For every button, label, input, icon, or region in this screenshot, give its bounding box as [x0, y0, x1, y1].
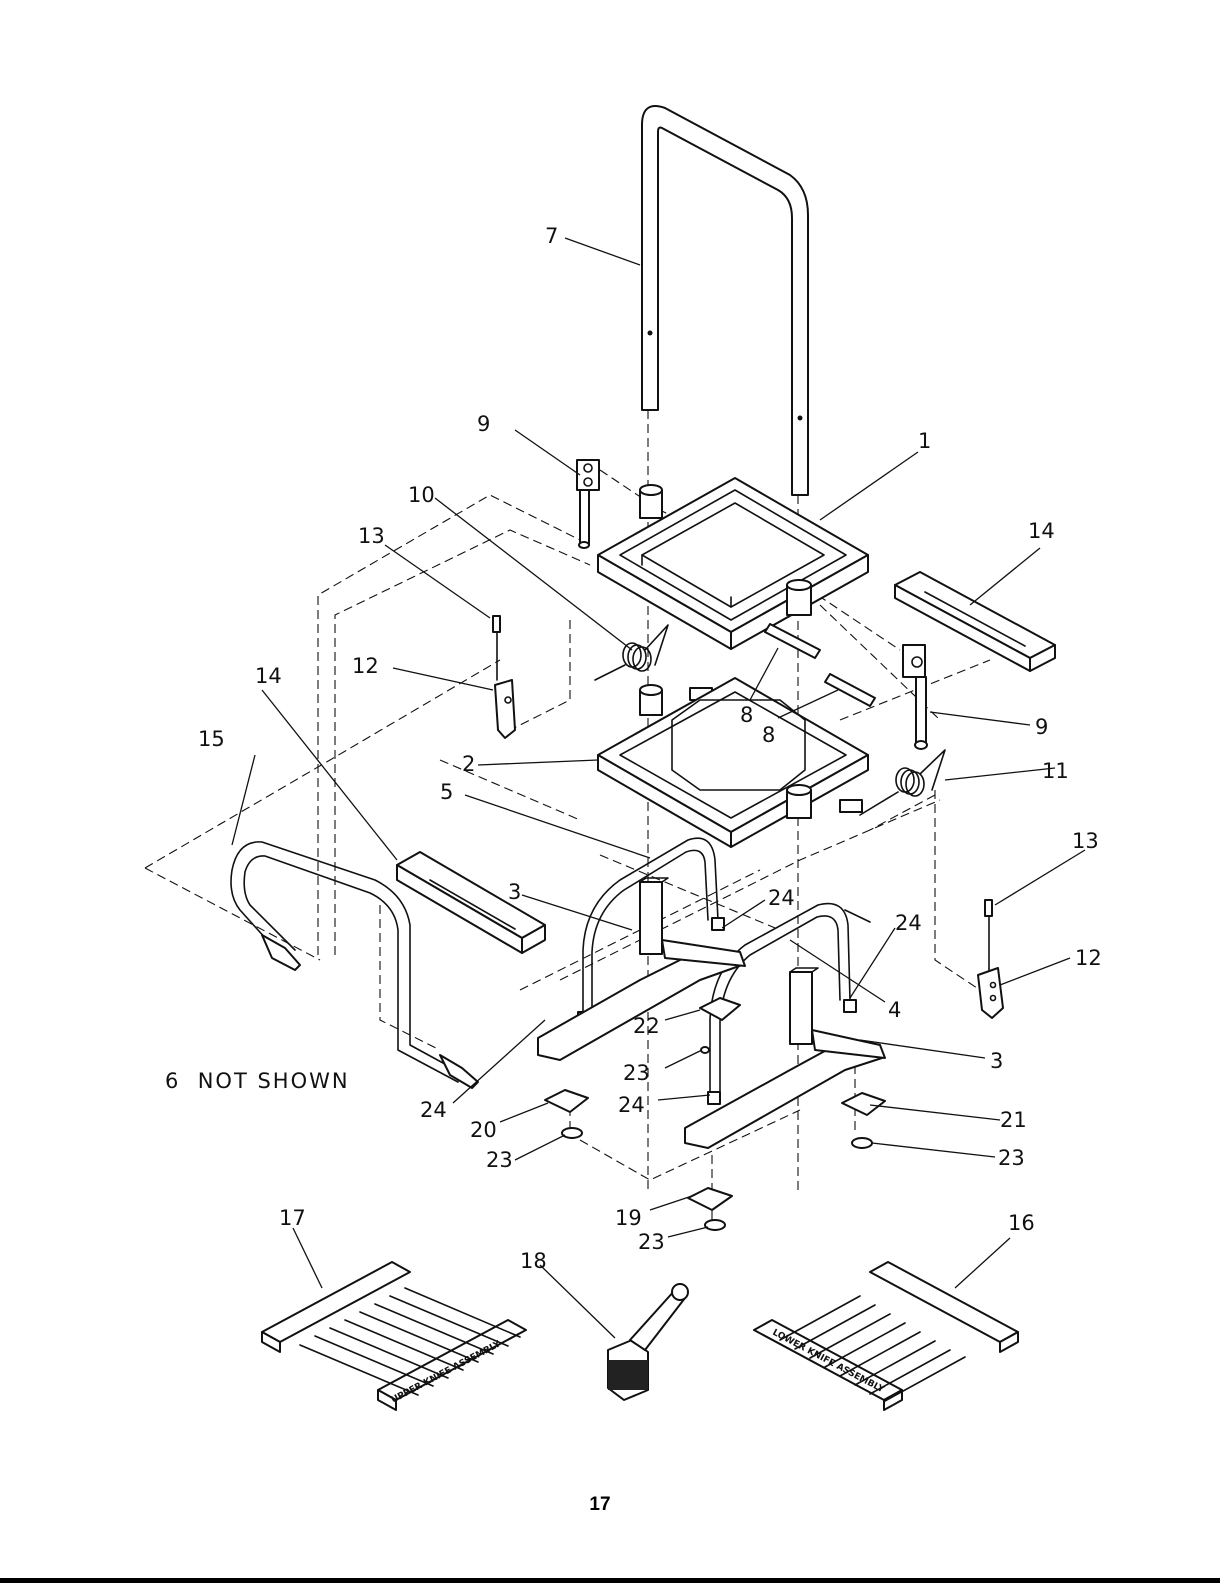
part-16-lower-knife-assembly: LOWER KNIFE ASSEMBLY	[754, 1262, 1018, 1410]
callout-8-right: 8	[762, 723, 775, 747]
callout-23-bottom: 23	[638, 1230, 665, 1254]
callout-12-right: 12	[1075, 946, 1102, 970]
part-9-hinge-bracket-left	[577, 460, 599, 548]
callout-13-left: 13	[358, 524, 385, 548]
callout-7: 7	[545, 224, 558, 248]
part-1-pusher-plate	[598, 478, 868, 649]
callout-20: 20	[470, 1118, 497, 1142]
part-2-frame	[598, 678, 868, 847]
part-14-guide-left	[397, 852, 545, 953]
lower-knife-label: LOWER KNIFE ASSEMBLY	[771, 1328, 886, 1396]
part-20-foot-plate	[545, 1090, 588, 1112]
part-22-foot-plate	[700, 998, 740, 1020]
part-13-pin-right	[985, 900, 992, 970]
callout-9-right: 9	[1035, 715, 1048, 739]
page-number: 17	[0, 1494, 1200, 1516]
callout-22: 22	[633, 1014, 660, 1038]
part-21-foot-plate	[842, 1093, 885, 1115]
part-17-upper-knife-assembly: UPPER KNIFE ASSEMBLY	[262, 1262, 526, 1410]
callout-5: 5	[440, 780, 453, 804]
callout-23-left: 23	[486, 1148, 513, 1172]
callout-11: 11	[1042, 759, 1069, 783]
part-18-pusher-block	[608, 1284, 688, 1400]
callout-24-right: 24	[895, 911, 922, 935]
callout-3-left: 3	[508, 880, 521, 904]
part-7-handle	[642, 106, 808, 495]
callout-14-right: 14	[1028, 519, 1055, 543]
bottom-rule	[0, 1578, 1220, 1583]
part-12-latch-left	[495, 680, 515, 738]
not-shown-note: 6 NOT SHOWN	[165, 1069, 350, 1093]
callout-16: 16	[1008, 1211, 1035, 1235]
callout-13-right: 13	[1072, 829, 1099, 853]
part-13-pin-left	[493, 616, 500, 680]
part-8-pins	[765, 624, 875, 706]
callout-3-right: 3	[990, 1049, 1003, 1073]
callout-1: 1	[918, 429, 931, 453]
callout-23-right: 23	[998, 1146, 1025, 1170]
callout-15: 15	[198, 727, 225, 751]
callout-18: 18	[520, 1249, 547, 1273]
callout-23-middle: 23	[623, 1061, 650, 1085]
part-9-hinge-bracket-right	[903, 645, 927, 749]
callout-21: 21	[1000, 1108, 1027, 1132]
part-12-latch-right	[978, 968, 1003, 1018]
callout-14-left: 14	[255, 664, 282, 688]
callout-12-left: 12	[352, 654, 379, 678]
callout-9-left: 9	[477, 412, 490, 436]
callout-24-middle: 24	[618, 1093, 645, 1117]
part-19-foot-plate	[688, 1188, 732, 1210]
callout-19: 19	[615, 1206, 642, 1230]
callout-8-left: 8	[740, 703, 753, 727]
callout-24-left: 24	[420, 1098, 447, 1122]
callout-10: 10	[408, 483, 435, 507]
callout-17: 17	[279, 1206, 306, 1230]
callout-24-top: 24	[768, 886, 795, 910]
callout-4: 4	[888, 998, 901, 1022]
callout-2: 2	[462, 752, 475, 776]
